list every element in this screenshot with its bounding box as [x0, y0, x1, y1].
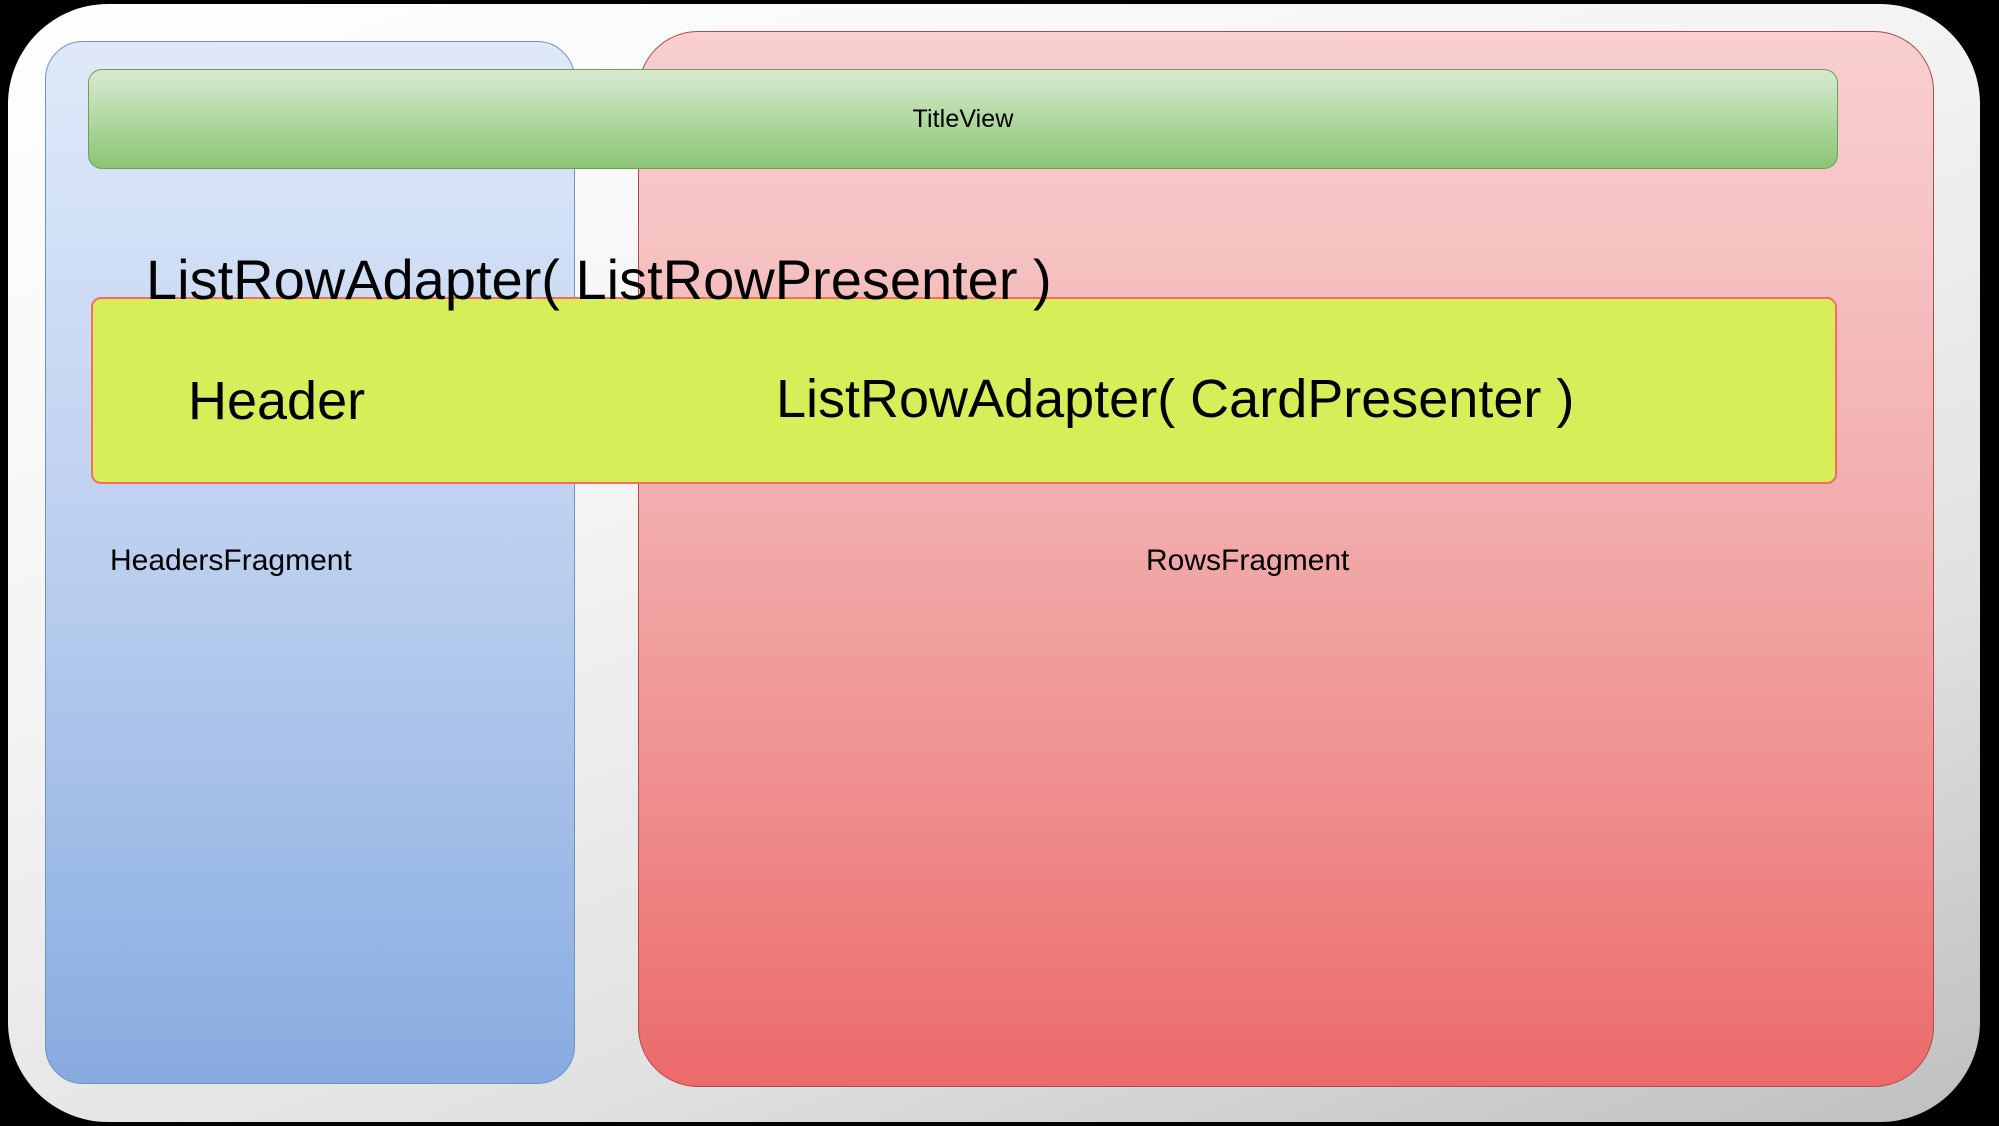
- title-view-label: TitleView: [912, 104, 1014, 133]
- caption-list-row-adapter-list-row-presenter: ListRowAdapter( ListRowPresenter ): [146, 248, 1052, 311]
- title-view-bar: TitleView: [88, 69, 1838, 169]
- caption-list-row-adapter-card-presenter: ListRowAdapter( CardPresenter ): [776, 369, 1575, 429]
- caption-header: Header: [188, 371, 366, 431]
- rows-fragment-panel: [638, 31, 1934, 1087]
- rows-fragment-label: RowsFragment: [1146, 544, 1350, 577]
- headers-fragment-label: HeadersFragment: [110, 544, 352, 577]
- list-row-adapter-box: [91, 297, 1837, 484]
- headers-fragment-panel: [45, 41, 575, 1084]
